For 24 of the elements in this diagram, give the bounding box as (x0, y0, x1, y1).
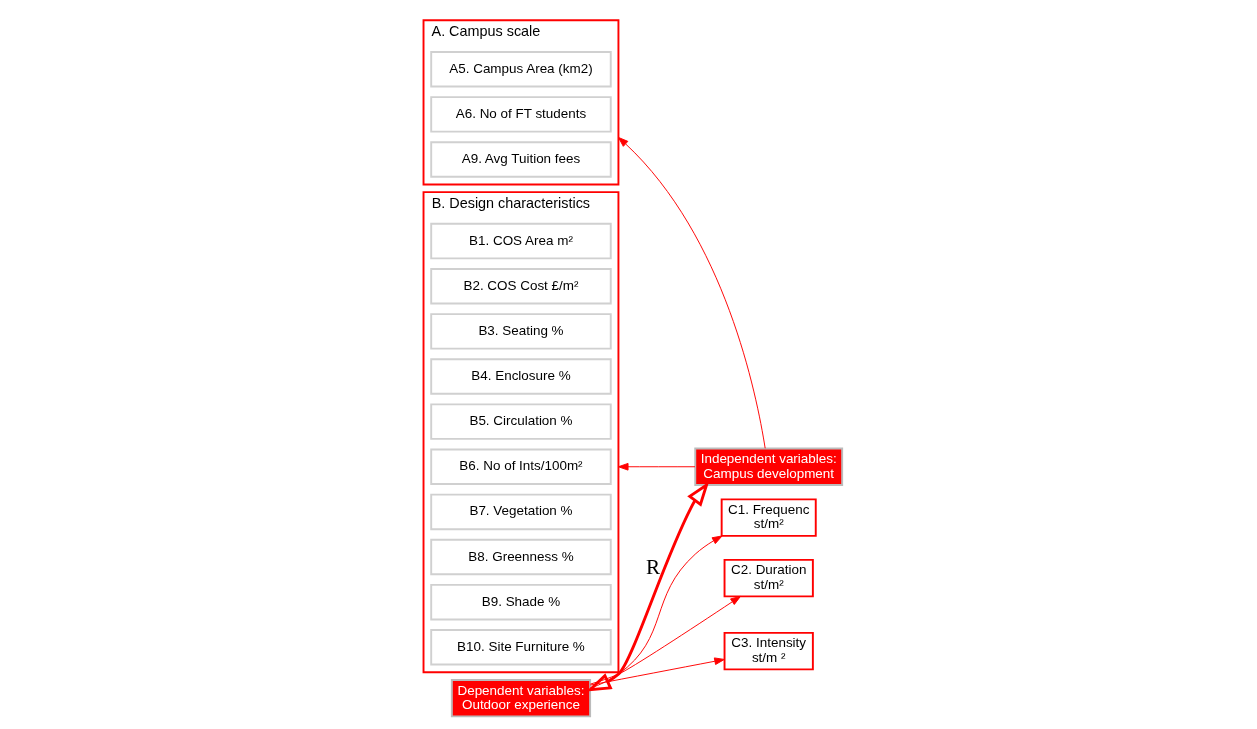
node-box: A6. No of FT students (429, 96, 612, 133)
edge-label: R (645, 554, 660, 579)
node-box: C2. Duration st/m² (723, 558, 814, 598)
arrow (617, 462, 695, 471)
node-box: B7. Vegetation % (429, 493, 612, 531)
node-box: A9. Avg Tuition fees (429, 141, 612, 178)
arrow (589, 535, 722, 689)
node-box: B4. Enclosure % (429, 358, 612, 395)
arrow (589, 657, 725, 686)
node-box: C1. Frequenc st/m² (720, 498, 817, 537)
node-box: B9. Shade % (429, 583, 612, 621)
node-box: B2. COS Cost £/m² (429, 268, 612, 305)
node-box: B6. No of Ints/100m² (429, 448, 612, 485)
arrow (589, 595, 741, 685)
arrow (617, 136, 766, 449)
node-box: Independent variables: Campus development (693, 447, 843, 486)
node-box: Dependent variables: Outdoor experience (450, 678, 591, 718)
node-box: B1. COS Area m² (429, 222, 612, 260)
node-box: B8. Greenness % (429, 538, 612, 576)
node-box: B3. Seating % (429, 313, 612, 350)
node-box: B5. Circulation % (429, 403, 612, 440)
node-box: A5. Campus Area (km2) (429, 51, 612, 88)
node-box: C3. Intensity st/m ² (723, 631, 814, 671)
node-box: B10. Site Furniture % (429, 629, 612, 666)
